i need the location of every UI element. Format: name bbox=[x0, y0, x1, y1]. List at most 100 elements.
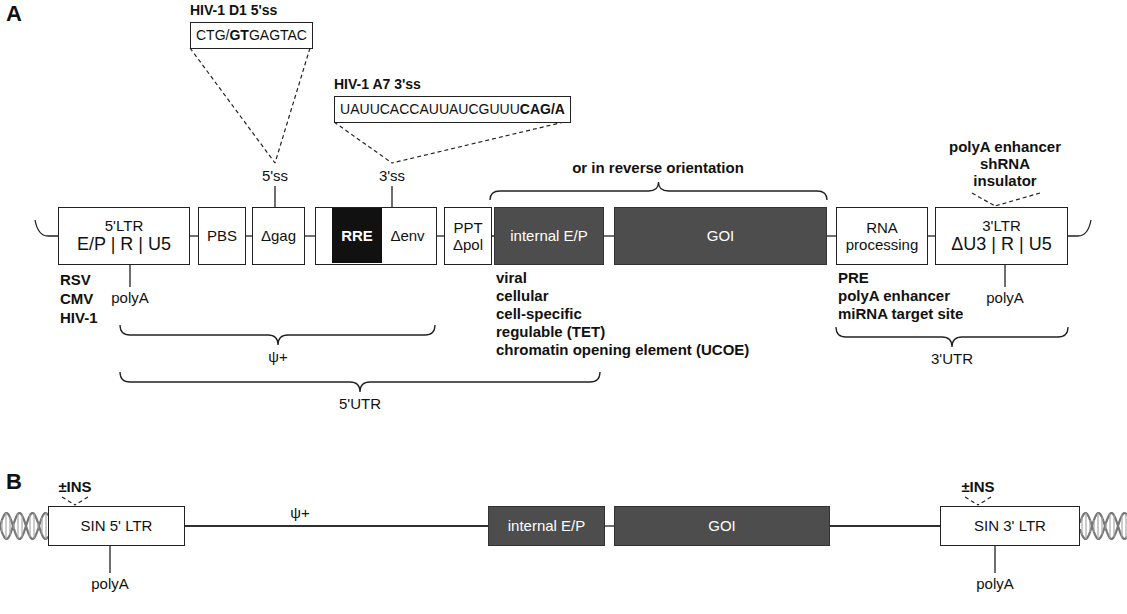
gene-box: GOI bbox=[614, 207, 827, 265]
ltr-box: 3'LTRΔU3 | R | U5 bbox=[935, 207, 1068, 265]
helix-strand bbox=[1080, 513, 1127, 539]
option-label: regulable (TET) bbox=[496, 324, 605, 341]
element-box: RNA processing bbox=[836, 207, 928, 265]
helix-rung bbox=[45, 513, 46, 539]
backbone-line bbox=[185, 525, 488, 526]
panel-label: B bbox=[6, 470, 22, 494]
rre-box: RRE bbox=[332, 208, 382, 263]
helix-rung bbox=[41, 517, 42, 534]
box-text: E/P | R | U5 bbox=[77, 234, 171, 255]
helix-strand bbox=[0, 513, 48, 539]
orientation-note: or in reverse orientation bbox=[572, 160, 744, 177]
box-text: internal E/P bbox=[510, 227, 588, 244]
box-text: GOI bbox=[708, 517, 736, 534]
backbone-line bbox=[605, 525, 614, 526]
tick-line bbox=[35, 186, 1091, 573]
option-label: viral bbox=[496, 270, 527, 287]
region-label: ψ+ bbox=[290, 505, 309, 522]
region-label: ψ+ bbox=[268, 349, 287, 366]
ltr-box: SIN 3' LTR bbox=[940, 506, 1080, 546]
helix-rung bbox=[1109, 514, 1110, 538]
box-text: SIN 3' LTR bbox=[974, 517, 1046, 534]
helix-rung bbox=[1101, 517, 1102, 534]
option-label: chromatin opening element (UCOE) bbox=[496, 342, 749, 359]
splice-site-label: 5'ss bbox=[262, 168, 288, 185]
polya-label: polyA bbox=[91, 576, 129, 593]
helix-rung bbox=[13, 523, 14, 529]
helix-rung bbox=[21, 515, 22, 536]
polya-label: polyA bbox=[976, 576, 1014, 593]
box-text: UAUUCACCAUUAUCGUUUCAG/A bbox=[340, 101, 565, 117]
polya-label: polyA bbox=[986, 290, 1024, 307]
gene-box: GOI bbox=[614, 506, 830, 546]
element-box: PPT Δpol bbox=[444, 207, 492, 265]
helix-strand bbox=[0, 513, 48, 539]
helix-rung bbox=[1089, 520, 1090, 532]
helix-rung bbox=[33, 514, 34, 538]
option-label: PRE bbox=[838, 270, 869, 287]
region-label: 5'UTR bbox=[339, 396, 381, 413]
option-label: shRNA bbox=[980, 156, 1030, 173]
panel-label: A bbox=[6, 2, 22, 26]
box-text: SIN 5' LTR bbox=[81, 517, 153, 534]
option-label: insulator bbox=[973, 173, 1036, 190]
option-label: cell-specific bbox=[496, 306, 582, 323]
helix-rung bbox=[1093, 520, 1094, 532]
box-text: RRE bbox=[341, 227, 373, 244]
box-text: PBS bbox=[207, 227, 237, 244]
promoter-box: internal E/P bbox=[488, 506, 605, 546]
splice-site-callout: HIV-1 D1 5'ssCTG/GTGAGTAC bbox=[190, 22, 313, 49]
option-label: CMV bbox=[60, 291, 93, 308]
insulator-label: ±INS bbox=[58, 479, 91, 496]
helix-rung bbox=[37, 523, 38, 529]
box-text: CTG/GTGAGTAC bbox=[196, 27, 307, 43]
backbone-line bbox=[305, 235, 315, 236]
option-label: miRNA target site bbox=[838, 306, 963, 323]
helix-rung bbox=[1, 520, 2, 532]
backbone-line bbox=[830, 525, 940, 526]
leader-line bbox=[62, 48, 1040, 505]
helix-rung bbox=[1113, 515, 1114, 536]
splice-site-label: 3'ss bbox=[379, 168, 405, 185]
callout-heading: HIV-1 A7 3'ss bbox=[334, 76, 421, 92]
box-text: Δenv bbox=[390, 227, 424, 244]
polya-label: polyA bbox=[111, 290, 149, 307]
backbone-line bbox=[827, 235, 836, 236]
element-box: PBS bbox=[198, 207, 246, 265]
box-text: GOI bbox=[707, 227, 735, 244]
helix-strand bbox=[1080, 513, 1127, 539]
helix-rung bbox=[1121, 515, 1122, 536]
backbone-line bbox=[604, 235, 614, 236]
backbone-line bbox=[190, 235, 198, 236]
helix-rung bbox=[1105, 523, 1106, 529]
option-label: polyA enhancer bbox=[949, 139, 1061, 156]
element-box: Δenv RRE bbox=[315, 207, 437, 265]
backbone-line bbox=[437, 235, 444, 236]
box-text: 5'LTR bbox=[105, 217, 143, 234]
helix-rung bbox=[1097, 513, 1098, 539]
region-label: 3'UTR bbox=[931, 351, 973, 368]
option-label: cellular bbox=[496, 288, 549, 305]
splice-site-callout: HIV-1 A7 3'ssUAUUCACCAUUAUCGUUUCAG/A bbox=[334, 96, 571, 123]
box-text: ΔU3 | R | U5 bbox=[951, 234, 1051, 255]
ltr-box: SIN 5' LTR bbox=[48, 506, 185, 546]
helix-rung bbox=[1125, 514, 1126, 538]
box-text: 3'LTR bbox=[982, 217, 1020, 234]
callout-heading: HIV-1 D1 5'ss bbox=[190, 2, 277, 18]
helix-rung bbox=[17, 514, 18, 538]
ltr-box: 5'LTRE/P | R | U5 bbox=[58, 207, 190, 265]
option-label: HIV-1 bbox=[60, 310, 98, 327]
helix-rung bbox=[1085, 513, 1086, 539]
brace bbox=[120, 182, 1068, 392]
box-text: Δgag bbox=[261, 227, 296, 244]
box-text: RNA processing bbox=[841, 219, 923, 254]
box-text: PPT Δpol bbox=[449, 219, 487, 254]
helix-rung bbox=[9, 517, 10, 534]
helix-rung bbox=[29, 515, 30, 536]
backbone-line bbox=[928, 235, 935, 236]
insulator-label: ±INS bbox=[961, 479, 994, 496]
option-label: RSV bbox=[60, 272, 91, 289]
option-label: polyA enhancer bbox=[838, 288, 950, 305]
helix-rung bbox=[5, 513, 6, 539]
helix-rung bbox=[1081, 517, 1082, 534]
